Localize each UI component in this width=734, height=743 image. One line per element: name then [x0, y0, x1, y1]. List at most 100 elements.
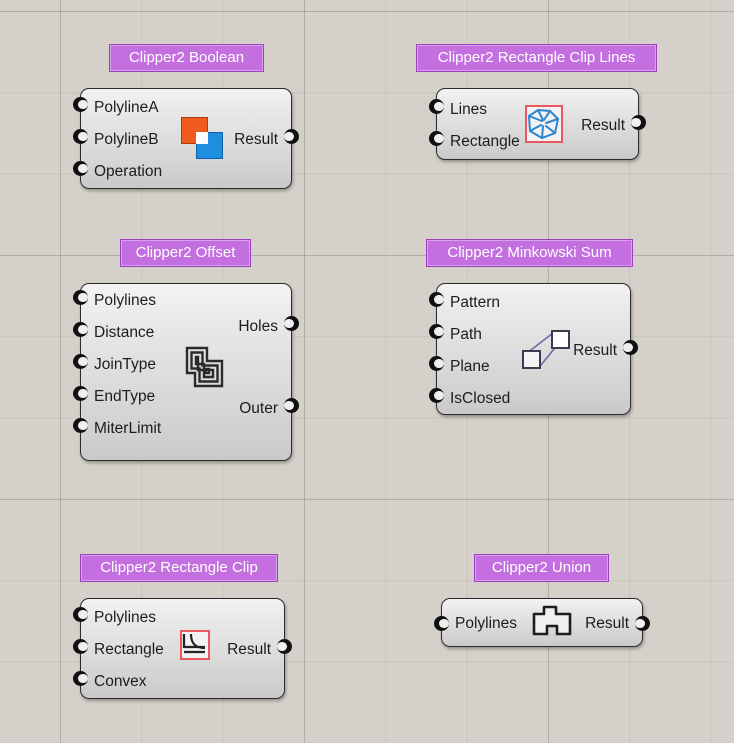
param-label-polylinea: PolylineA: [94, 99, 159, 116]
port-notch-icon: [78, 356, 88, 367]
param-label-outer: Outer: [239, 400, 278, 417]
minkowski-sum-icon: [521, 329, 573, 369]
node-clipper2-minkowski-sum[interactable]: Clipper2 Minkowski Sum Pattern Path Plan…: [426, 239, 641, 423]
param-label-plane: Plane: [450, 358, 490, 375]
rectangle-clip-lines-icon: [525, 105, 563, 143]
node-clipper2-union[interactable]: Clipper2 Union Polylines Result: [434, 554, 650, 647]
output-port-result[interactable]: [623, 340, 638, 355]
input-port-polylines[interactable]: [434, 616, 449, 631]
port-notch-icon: [434, 133, 444, 144]
port-notch-icon: [635, 618, 645, 629]
port-notch-icon: [78, 673, 88, 684]
param-label-polylines: Polylines: [455, 615, 518, 632]
node-body-clipper2-boolean[interactable]: PolylineA PolylineB Operation Result: [73, 88, 299, 189]
port-notch-icon: [434, 101, 444, 112]
offset-rings-icon: [185, 346, 225, 388]
node-title-clipper2-minkowski-sum[interactable]: Clipper2 Minkowski Sum: [426, 239, 633, 267]
output-port-result[interactable]: [277, 639, 292, 654]
port-notch-icon: [284, 318, 294, 329]
port-notch-icon: [78, 609, 88, 620]
port-notch-icon: [78, 388, 88, 399]
boolean-union-squares-icon: [181, 117, 225, 161]
param-label-polylines: Polylines: [94, 292, 157, 309]
port-notch-icon: [434, 390, 444, 401]
param-label-result: Result: [581, 117, 625, 134]
node-body-clipper2-rectangle-clip[interactable]: Polylines Rectangle Convex Result: [73, 598, 292, 699]
node-title-clipper2-rectangle-clip[interactable]: Clipper2 Rectangle Clip: [80, 554, 278, 582]
input-port-polylinea[interactable]: [73, 97, 88, 112]
param-label-polylineb: PolylineB: [94, 131, 159, 148]
input-port-polylineb[interactable]: [73, 129, 88, 144]
input-port-rectangle[interactable]: [429, 131, 444, 146]
input-port-plane[interactable]: [429, 356, 444, 371]
node-title-clipper2-boolean[interactable]: Clipper2 Boolean: [109, 44, 264, 72]
param-label-distance: Distance: [94, 324, 155, 341]
input-port-distance[interactable]: [73, 322, 88, 337]
output-port-holes[interactable]: [284, 316, 299, 331]
port-notch-icon: [631, 117, 641, 128]
output-port-result[interactable]: [635, 616, 650, 631]
param-label-endtype: EndType: [94, 388, 156, 405]
input-port-miterlimit[interactable]: [73, 418, 88, 433]
param-label-jointype: JoinType: [94, 356, 157, 373]
param-label-miterlimit: MiterLimit: [94, 420, 162, 437]
node-body-clipper2-rectangle-clip-lines[interactable]: Lines Rectangle Result: [429, 88, 646, 160]
node-body-clipper2-union[interactable]: Polylines Result: [434, 598, 650, 647]
node-clipper2-boolean[interactable]: Clipper2 Boolean PolylineA PolylineB Ope…: [73, 44, 299, 189]
param-label-result: Result: [227, 641, 271, 658]
input-port-lines[interactable]: [429, 99, 444, 114]
port-notch-icon: [434, 326, 444, 337]
param-label-lines: Lines: [450, 101, 488, 118]
input-port-operation[interactable]: [73, 161, 88, 176]
port-notch-icon: [284, 400, 294, 411]
node-clipper2-offset[interactable]: Clipper2 Offset Polylines Distance JoinT…: [73, 239, 299, 461]
param-label-rectangle: Rectangle: [450, 133, 520, 150]
node-clipper2-rectangle-clip[interactable]: Clipper2 Rectangle Clip Polylines Rectan…: [73, 554, 292, 699]
clipped-lines-web-icon: [527, 108, 560, 140]
param-label-convex: Convex: [94, 673, 147, 690]
port-notch-icon: [78, 324, 88, 335]
param-label-operation: Operation: [94, 163, 163, 180]
minkowski-band-icon: [522, 330, 570, 369]
offset-maze-icon: [185, 346, 224, 388]
param-label-result: Result: [573, 342, 617, 359]
port-notch-icon: [78, 131, 88, 142]
node-body-clipper2-minkowski-sum[interactable]: Pattern Path Plane IsClosed Result: [429, 283, 638, 415]
port-notch-icon: [78, 163, 88, 174]
port-notch-icon: [78, 292, 88, 303]
node-title-clipper2-rectangle-clip-lines[interactable]: Clipper2 Rectangle Clip Lines: [416, 44, 657, 72]
port-notch-icon: [434, 294, 444, 305]
param-label-rectangle: Rectangle: [94, 641, 164, 658]
port-notch-icon: [78, 641, 88, 652]
param-label-polylines: Polylines: [94, 609, 157, 626]
port-notch-icon: [439, 618, 449, 629]
union-polygon-icon: [530, 604, 572, 638]
param-label-pattern: Pattern: [450, 294, 500, 311]
node-title-clipper2-offset[interactable]: Clipper2 Offset: [120, 239, 251, 267]
input-port-rectangle[interactable]: [73, 639, 88, 654]
output-port-result[interactable]: [284, 129, 299, 144]
boolean-intersection-icon: [196, 132, 208, 144]
input-port-polylines[interactable]: [73, 290, 88, 305]
param-label-path: Path: [450, 326, 482, 343]
node-clipper2-rectangle-clip-lines[interactable]: Clipper2 Rectangle Clip Lines Lines Rect…: [416, 44, 661, 164]
clipped-shape-icon: [182, 633, 206, 654]
union-shape-icon: [532, 605, 572, 636]
input-port-jointype[interactable]: [73, 354, 88, 369]
input-port-polylines[interactable]: [73, 607, 88, 622]
input-port-convex[interactable]: [73, 671, 88, 686]
input-port-path[interactable]: [429, 324, 444, 339]
output-port-outer[interactable]: [284, 398, 299, 413]
input-port-pattern[interactable]: [429, 292, 444, 307]
input-port-endtype[interactable]: [73, 386, 88, 401]
input-port-isclosed[interactable]: [429, 388, 444, 403]
rectangle-clip-icon: [180, 630, 210, 660]
port-notch-icon: [434, 358, 444, 369]
node-body-clipper2-offset[interactable]: Polylines Distance JoinType EndType Mite…: [73, 283, 299, 461]
param-label-isclosed: IsClosed: [450, 390, 511, 407]
output-port-result[interactable]: [631, 115, 646, 130]
param-label-result: Result: [585, 615, 629, 632]
node-title-clipper2-union[interactable]: Clipper2 Union: [474, 554, 609, 582]
param-label-holes: Holes: [238, 318, 278, 335]
